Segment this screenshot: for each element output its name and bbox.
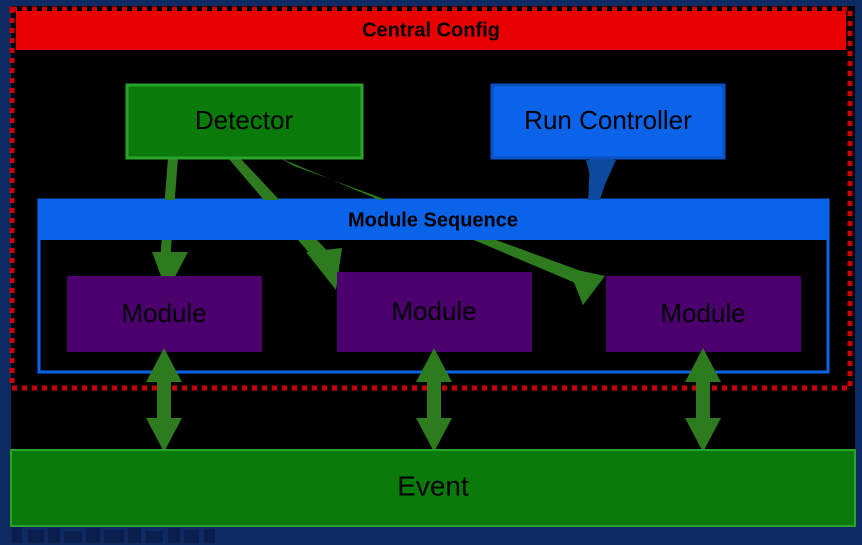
module-sequence-label: Module Sequence: [348, 209, 518, 231]
module-2-box: [337, 272, 532, 352]
module-3-node[interactable]: Module: [606, 276, 801, 352]
outer-frame-top: [0, 0, 862, 6]
outer-frame-left: [0, 0, 11, 545]
central-config-node[interactable]: Central Config: [16, 11, 846, 50]
module-1-box: [67, 276, 262, 352]
detector-box: [125, 83, 364, 160]
module-3-box: [606, 276, 801, 352]
module-1-label: Module: [121, 298, 206, 328]
module-1-to-event-arrow: [146, 348, 182, 452]
run-controller-to-module-sequence-arrow: [586, 158, 616, 205]
module-sequence-box: [39, 200, 828, 240]
detector-node[interactable]: Detector: [125, 83, 364, 160]
module-3-label: Module: [660, 298, 745, 328]
run-controller-node[interactable]: Run Controller: [490, 83, 726, 160]
module-3-to-event-arrow: [685, 348, 721, 452]
event-node[interactable]: Event: [10, 449, 856, 527]
run-controller-box: [490, 83, 726, 160]
module-1-node[interactable]: Module: [67, 276, 262, 352]
run-controller-label: Run Controller: [524, 105, 692, 135]
module-2-label: Module: [391, 296, 476, 326]
central-config-label: Central Config: [362, 19, 500, 41]
outer-frame-right: [855, 0, 862, 545]
detector-label: Detector: [195, 105, 294, 135]
footer-bar: [0, 522, 862, 545]
central-config-region: [9, 6, 853, 391]
central-config-box: [16, 11, 846, 50]
event-label: Event: [397, 470, 469, 501]
footer-obscured-text: [12, 527, 215, 543]
module-2-node[interactable]: Module: [337, 272, 532, 352]
module-2-to-event-arrow: [416, 348, 452, 452]
module-sequence-node[interactable]: Module Sequence: [39, 200, 828, 240]
event-box: [10, 449, 856, 527]
